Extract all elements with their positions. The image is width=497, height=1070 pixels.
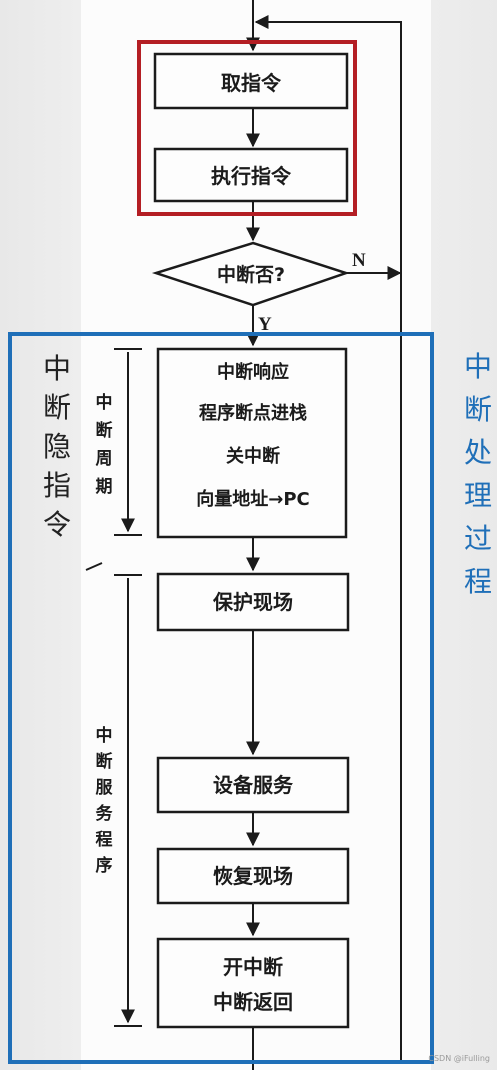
svg-text:理: 理 (464, 479, 492, 512)
interrupt-return-box: 开中断 中断返回 (156, 937, 350, 1029)
decision-label: 中断否? (217, 263, 285, 286)
svg-text:令: 令 (43, 508, 71, 541)
svg-text:中: 中 (464, 350, 492, 383)
cycle-step-3: 关中断 (226, 445, 280, 467)
svg-text:中: 中 (43, 352, 71, 385)
save-context-box: 保护现场 (156, 572, 350, 632)
no-branch-label: N (352, 250, 366, 271)
svg-text:断: 断 (96, 420, 113, 441)
interrupt-cycle-bracket (114, 348, 142, 536)
svg-text:处: 处 (464, 436, 492, 469)
interrupt-cycle-box: 中断响应 程序断点进栈 关中断 向量地址→PC (156, 347, 348, 539)
svg-text:中: 中 (96, 725, 113, 746)
svg-text:周: 周 (96, 449, 113, 469)
svg-text:断: 断 (43, 391, 71, 424)
svg-text:期: 期 (96, 477, 113, 497)
svg-text:断: 断 (464, 393, 492, 426)
fetch-instruction-label: 取指令 (221, 71, 282, 95)
fetch-instruction-box: 取指令 (153, 52, 349, 110)
save-context-label: 保护现场 (212, 590, 293, 614)
restore-context-label: 恢复现场 (213, 864, 293, 888)
interrupt-processing-label: 中 断 处 理 过 程 (464, 350, 492, 598)
return-step-2: 中断返回 (213, 990, 293, 1014)
execute-instruction-box: 执行指令 (153, 147, 349, 203)
svg-text:指: 指 (43, 469, 71, 502)
restore-context-box: 恢复现场 (156, 847, 350, 905)
svg-text:程: 程 (464, 565, 492, 598)
bracket-tick-mark (85, 562, 103, 571)
connectors (246, 0, 402, 1070)
loop-back-line (254, 15, 402, 1060)
svg-text:过: 过 (464, 522, 492, 555)
interrupt-process-highlight (8, 332, 434, 1064)
svg-text:中: 中 (96, 392, 113, 413)
cycle-step-1: 中断响应 (217, 361, 289, 383)
interrupt-cycle-label: 中 断 周 期 (96, 392, 113, 497)
cycle-step-2: 程序断点进栈 (199, 402, 307, 424)
device-service-label: 设备服务 (213, 773, 294, 797)
watermark: CSDN @iFulling (428, 1054, 490, 1063)
svg-text:断: 断 (96, 751, 113, 772)
service-routine-label: 中 断 服 务 程 序 (96, 725, 114, 876)
svg-text:隐: 隐 (43, 430, 71, 463)
instruction-cycle-highlight (137, 40, 357, 216)
cycle-step-4: 向量地址→PC (196, 488, 309, 510)
yes-branch-label: Y (258, 314, 272, 335)
svg-text:务: 务 (96, 803, 114, 824)
svg-text:序: 序 (96, 855, 113, 876)
svg-text:服: 服 (96, 778, 114, 798)
service-routine-bracket (114, 574, 142, 1027)
device-service-box: 设备服务 (156, 756, 350, 814)
execute-instruction-label: 执行指令 (211, 164, 292, 188)
interrupt-decision: 中断否? (151, 241, 350, 307)
implicit-instruction-label: 中 断 隐 指 令 (43, 352, 71, 541)
svg-text:程: 程 (96, 830, 113, 850)
return-step-1: 开中断 (223, 955, 283, 979)
